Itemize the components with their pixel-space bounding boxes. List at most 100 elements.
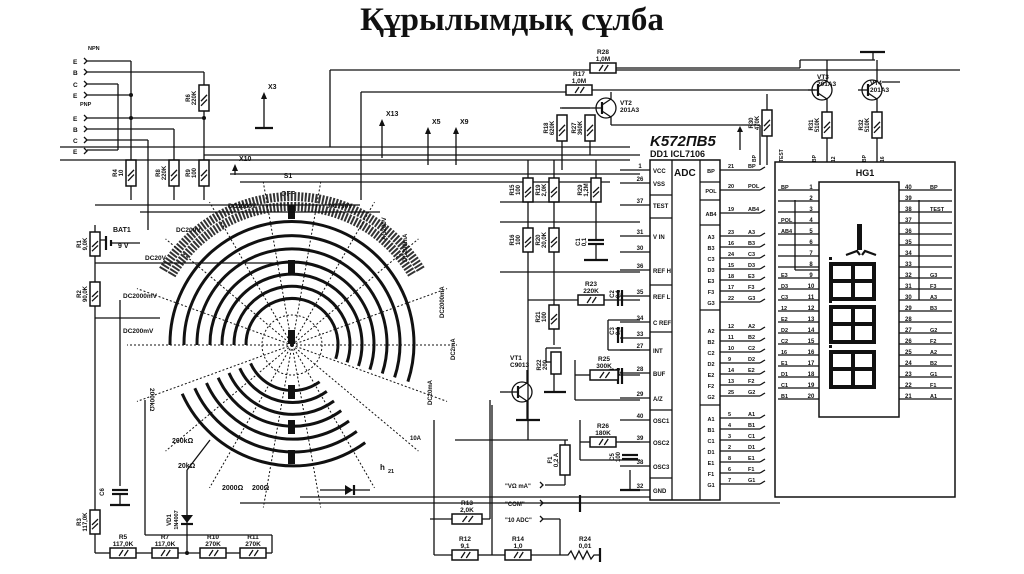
display-pin-number: 35 <box>905 240 912 246</box>
ic-pin-name: GND <box>653 489 667 495</box>
ic-pin-number: 16 <box>728 241 734 247</box>
resistor-body <box>565 84 593 96</box>
resistor-ref: R1 <box>77 240 83 248</box>
ic-output-label: C3 <box>748 252 755 258</box>
pin-label: BP <box>812 154 818 162</box>
capacitor-c2 <box>616 290 624 306</box>
ic-pin-name: D3 <box>707 268 714 274</box>
terminal-label: "COM" <box>505 502 525 508</box>
wire <box>759 232 766 237</box>
arrow-icon <box>425 127 431 134</box>
resistor-hatch <box>91 294 99 302</box>
capacitor-c6 <box>112 488 128 496</box>
resistor-r31 <box>821 111 833 139</box>
switch-range-label-h21: h <box>380 463 385 472</box>
switch-range-label: 10A <box>410 436 422 442</box>
ic-pin-number: 6 <box>728 467 731 473</box>
capacitor-value: 0,1 <box>582 237 588 246</box>
arrow-icon <box>737 126 743 132</box>
switch-position-line <box>291 201 375 346</box>
resistor-r7 <box>151 547 179 559</box>
ic-block-label: ADC <box>674 168 696 179</box>
resistor-body <box>239 547 267 559</box>
ic-pin-name: G3 <box>707 301 714 307</box>
wire <box>83 57 88 65</box>
resistor-hatch <box>208 549 214 557</box>
ic-part-label: DD1 ICL7106 <box>650 149 705 159</box>
resistor-r12 <box>451 549 479 561</box>
ic-output-label: A1 <box>748 412 755 418</box>
resistor-value: 117,0K <box>113 541 134 548</box>
switch-range-label: DC200V <box>176 227 201 234</box>
resistor-hatch <box>550 190 558 198</box>
pin-label: 12 <box>831 156 837 162</box>
ic-pin-name: B3 <box>707 246 714 252</box>
resistor-hatch <box>91 518 99 526</box>
wire <box>560 549 600 561</box>
display-pin-number: 40 <box>905 185 912 191</box>
ic-pin-number: 5 <box>728 412 731 418</box>
lcd-decimal-point <box>829 300 832 303</box>
resistor-hatch <box>91 244 99 252</box>
resistor-hatch <box>123 549 129 557</box>
ic-pin-number: 32 <box>637 484 644 490</box>
display-pin-number: 37 <box>905 218 912 224</box>
wire <box>759 243 766 248</box>
resistor-value: 100 <box>542 311 548 322</box>
arrow-icon <box>453 127 459 134</box>
resistor-value: 100 <box>516 184 522 195</box>
resistor-body <box>504 549 532 561</box>
display-pin-number: 13 <box>808 317 815 323</box>
resistor-hatch <box>524 186 532 194</box>
ic-pin-name: B2 <box>707 340 714 346</box>
display-pin-number: 1 <box>809 185 813 191</box>
switch-position-line <box>291 288 448 346</box>
fuse-ref: F1 <box>548 456 554 464</box>
display-pin-number: 27 <box>905 328 912 334</box>
resistor-value: 270K <box>245 541 261 548</box>
display-pin-label: C3 <box>781 295 788 301</box>
display-pin-label: D2 <box>781 328 788 334</box>
resistor-ref: R15 <box>510 184 516 196</box>
ic-pin-number: 9 <box>728 357 731 363</box>
resistor-hatch <box>763 119 771 127</box>
transistor-collector <box>517 382 528 390</box>
ic-pin-number: 10 <box>728 346 734 352</box>
ic-pin-name: BP <box>707 169 715 175</box>
resistor-hatch <box>460 551 466 559</box>
switch-contact-ring <box>195 247 389 374</box>
switch-range-label: AC200V <box>382 217 388 240</box>
display-pin-number: 38 <box>905 207 912 213</box>
ic-output-label: F2 <box>748 379 754 385</box>
resistor-r11 <box>239 547 267 559</box>
resistor-r5 <box>109 547 137 559</box>
resistor-hatch <box>465 551 471 559</box>
lcd-decimal-point <box>829 345 832 348</box>
switch-contact-ring <box>180 393 367 468</box>
resistor-value: 20,0K <box>542 231 548 248</box>
ic-pin-name: E2 <box>708 373 715 379</box>
switch-range-label: DC1000V <box>228 203 257 210</box>
lcd-segment <box>872 305 876 344</box>
switch-range-label: 200kΩ <box>172 438 194 445</box>
resistor-value: 360K <box>578 120 584 135</box>
switch-position-line <box>209 201 293 346</box>
display-pin-number: 28 <box>905 317 912 323</box>
ic-pin-number: 21 <box>728 164 734 170</box>
ic-pin-name: POL <box>705 189 717 195</box>
switch-range-label: 20kΩ <box>178 463 196 470</box>
display-pin-number: 36 <box>905 229 912 235</box>
socket-pin-label: E <box>73 59 78 66</box>
resistor-hatch <box>118 549 124 557</box>
display-pin-number: 5 <box>809 229 813 235</box>
wire <box>186 439 211 471</box>
resistor-ref: R27 <box>572 122 578 134</box>
resistor-r24-ref: R24 <box>579 536 591 543</box>
display-pin-label: AB4 <box>781 229 793 235</box>
switch-contact-ring <box>159 192 425 273</box>
resistor-hatch <box>823 126 831 134</box>
switch-range-label: DC20mA <box>428 379 434 405</box>
display-pin-number: 20 <box>808 394 815 400</box>
resistor-hatch <box>873 126 881 134</box>
